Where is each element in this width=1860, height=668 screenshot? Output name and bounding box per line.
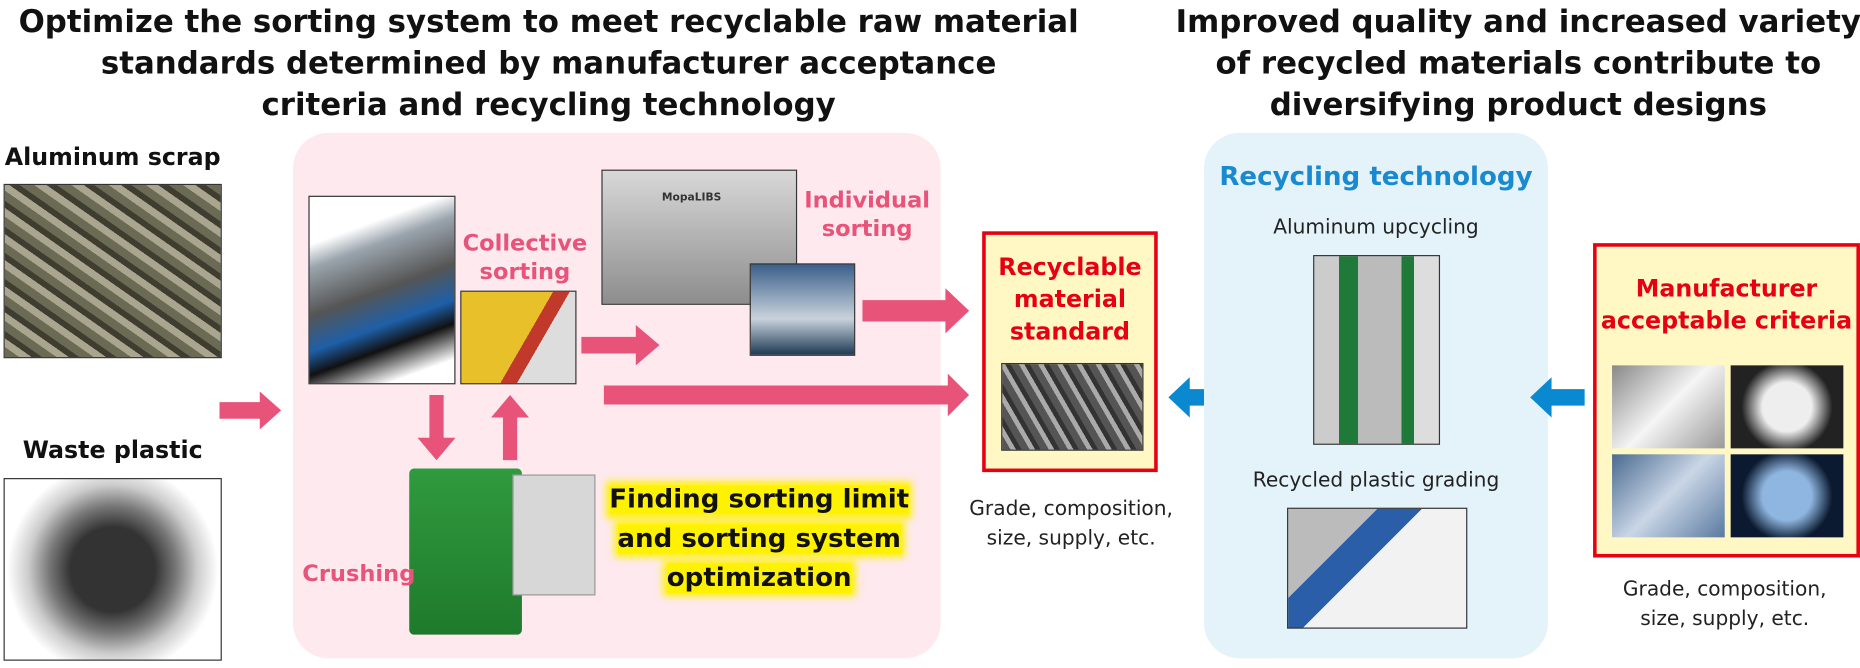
label-line: Collective	[462, 230, 588, 257]
note-line: size, supply, etc.	[1640, 607, 1810, 632]
title-line: standards determined by manufacturer acc…	[100, 46, 997, 82]
arrow-right-icon	[219, 391, 282, 430]
highlight-line: optimization	[666, 563, 852, 594]
arrow-right-icon	[581, 325, 660, 366]
criteria-title: Manufacturer acceptable criteria	[1597, 273, 1857, 337]
robot-arm-photo	[749, 263, 856, 356]
standard-note: Grade, composition, size, supply, etc.	[941, 495, 1202, 554]
aluminum-scrap-label: Aluminum scrap	[4, 142, 221, 171]
aluminum-upcycling-label: Aluminum upcycling	[1273, 215, 1479, 240]
aluminum-scrap-photo	[3, 183, 222, 359]
title-line: Optimize the sorting system to meet recy…	[18, 4, 1079, 41]
arrow-right-icon	[603, 373, 970, 417]
highlight-line: Finding sorting limit	[609, 485, 910, 515]
arrow-right-icon	[862, 288, 970, 334]
label-line: sorting	[821, 215, 913, 242]
right-title: Improved quality and increased variety o…	[1174, 2, 1860, 127]
title-line: Improved quality and increased variety	[1175, 4, 1860, 41]
upcycling-machine-photo	[1313, 255, 1441, 445]
arrow-up-icon	[491, 395, 530, 461]
title-line: of recycled materials contribute to	[1215, 46, 1822, 82]
title-line: diversifying product designs	[1269, 87, 1767, 124]
note-line: Grade, composition,	[1622, 577, 1827, 602]
white-product-photo	[1612, 365, 1725, 449]
recycling-technology-title: Recycling technology	[1219, 162, 1533, 193]
title-line: Manufacturer	[1635, 274, 1818, 303]
collective-sorting-photo	[460, 290, 577, 385]
arrow-left-icon	[1168, 377, 1223, 418]
plastic-grading-machine-photo	[1287, 507, 1468, 629]
title-line: acceptable criteria	[1600, 306, 1853, 335]
arrow-down-icon	[417, 395, 456, 461]
title-line: criteria and recycling technology	[261, 87, 836, 124]
left-title: Optimize the sorting system to meet recy…	[0, 2, 1097, 127]
title-line: Recyclable	[998, 252, 1142, 282]
aluminum-pieces-photo	[1001, 362, 1144, 451]
sorting-machine-photo	[308, 195, 456, 385]
machine-brand-text: MopaLIBS	[661, 192, 722, 205]
optimization-highlight: Finding sorting limit and sorting system…	[593, 480, 925, 597]
title-line: material	[1013, 284, 1127, 314]
waste-plastic-photo	[3, 478, 222, 661]
criteria-note: Grade, composition, size, supply, etc.	[1593, 575, 1856, 634]
crushing-label: Crushing	[302, 561, 416, 588]
waste-plastic-label: Waste plastic	[22, 435, 203, 464]
crusher-photo	[409, 468, 522, 635]
control-panel-photo	[512, 474, 596, 596]
label-line: Individual	[804, 187, 931, 214]
note-line: Grade, composition,	[969, 497, 1173, 521]
note-line: size, supply, etc.	[986, 526, 1156, 551]
manufacturer-criteria-box: Manufacturer acceptable criteria	[1593, 243, 1860, 558]
white-pellets-photo	[1730, 365, 1844, 449]
label-line: sorting	[479, 258, 571, 285]
recycled-plastic-grading-label: Recycled plastic grading	[1252, 468, 1500, 493]
blue-pellets-photo	[1730, 454, 1844, 538]
highlight-line: and sorting system	[617, 524, 901, 554]
title-line: standard	[1009, 316, 1130, 346]
arrow-left-icon	[1530, 377, 1585, 418]
blue-product-photo	[1612, 454, 1725, 538]
